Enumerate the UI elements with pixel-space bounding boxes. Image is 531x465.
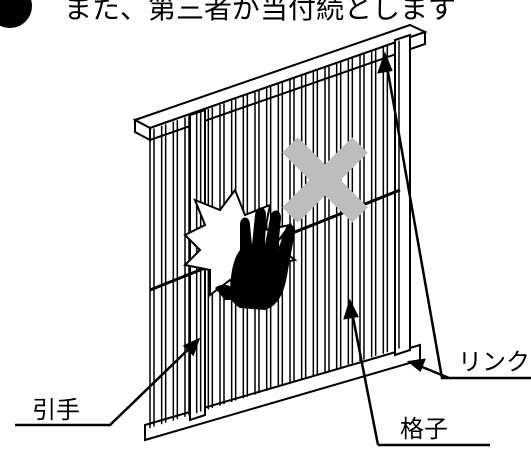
lattice-pointer-line (348, 301, 380, 446)
handle-label: 引手 (32, 396, 80, 424)
lattice-arrow-head (343, 298, 359, 320)
handle-pointer-line (15, 339, 199, 427)
callout-lines (15, 51, 531, 447)
forbidden-x-icon (282, 137, 368, 223)
link-label: リンク (458, 348, 530, 376)
lattice-label: 格子 (400, 415, 448, 443)
right-frame-post (394, 33, 411, 357)
hand-icon (215, 207, 296, 310)
handle-arrow-head (182, 337, 201, 357)
link-arrow-head-bottom (406, 358, 426, 373)
top-rail (132, 23, 428, 130)
header-area: また、第三者が当付続とします (0, 0, 456, 28)
header-text: また、第三者が当付続とします (64, 0, 456, 25)
link-arrow-head-top (377, 51, 393, 74)
step-number-badge (0, 0, 32, 28)
